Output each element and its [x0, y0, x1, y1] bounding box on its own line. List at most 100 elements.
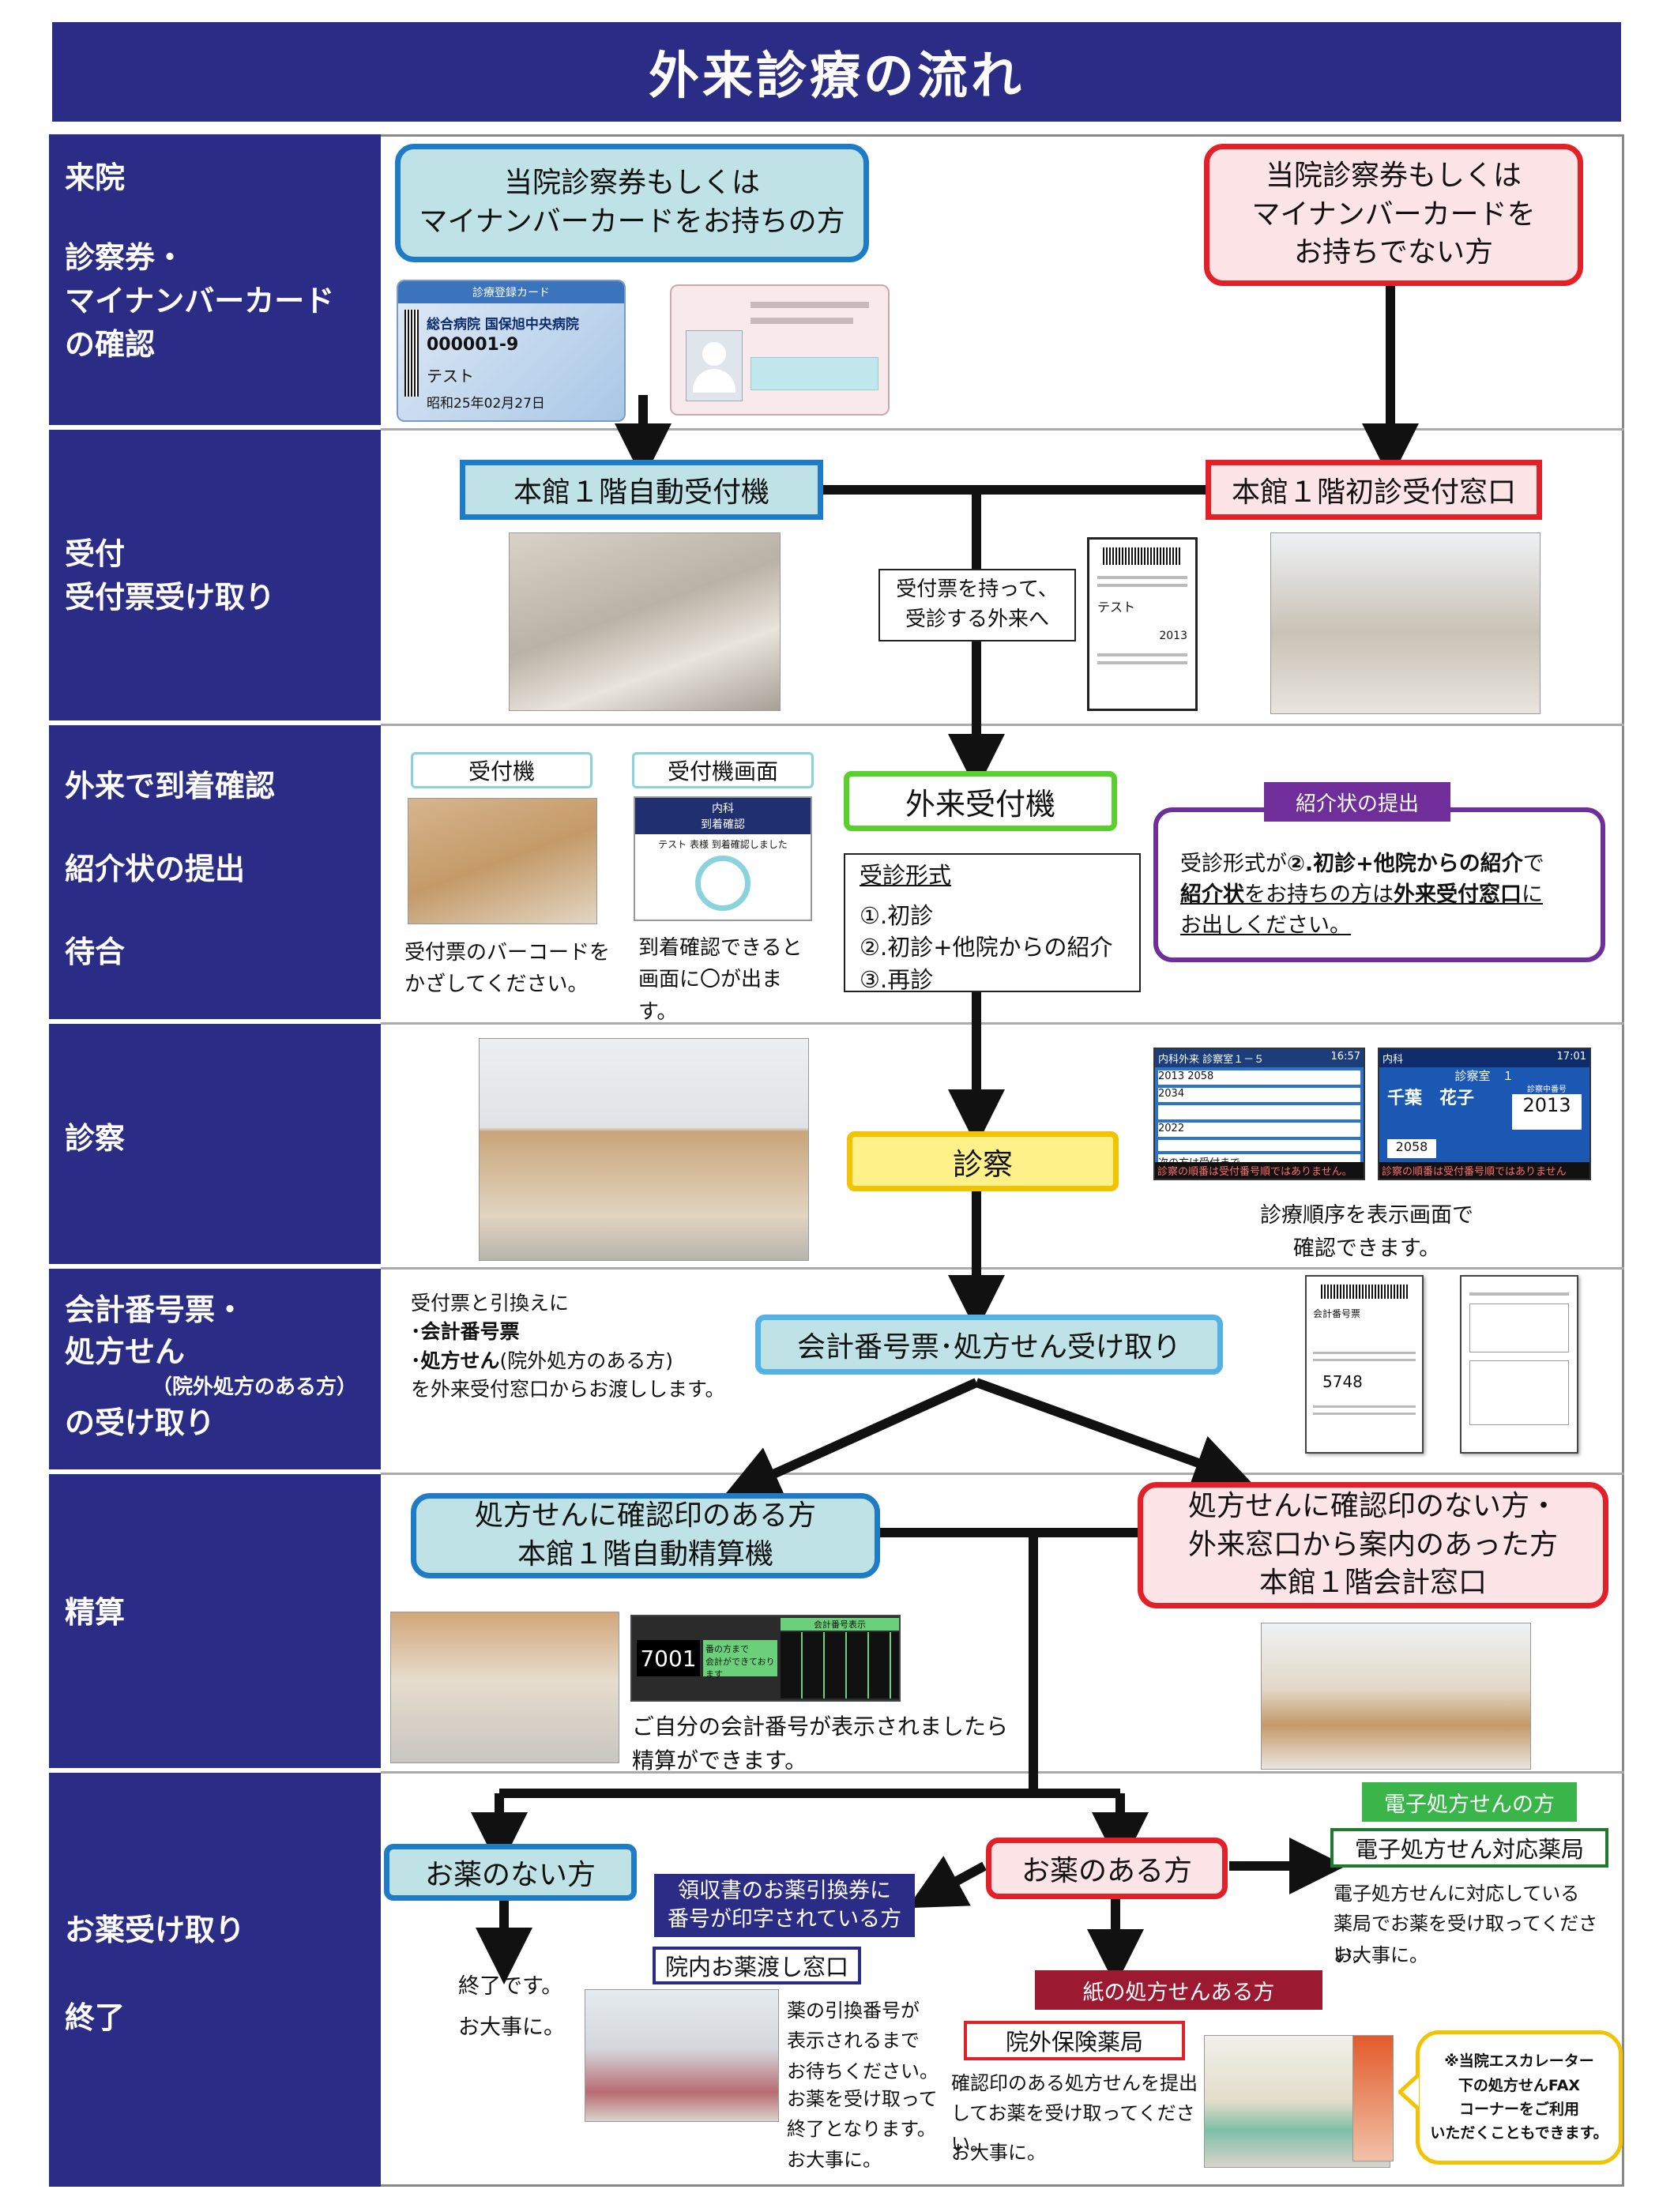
exam-room-photo: [479, 1038, 809, 1261]
referral-text-part: で: [1522, 852, 1544, 876]
referral-text-part: をお持ちの方は: [1244, 882, 1394, 908]
side-label: 診察: [65, 1121, 126, 1156]
card-number: 000001-9: [427, 335, 519, 355]
referral-header: 紹介状の提出: [1264, 782, 1450, 822]
outside-end: お大事に。: [951, 2142, 1046, 2164]
display2-wait: 2058: [1387, 1139, 1436, 1158]
display1-footer: 診察の順番は受付番号順ではありません。: [1155, 1162, 1364, 1179]
prescription-image: [1460, 1275, 1578, 1454]
instruction-text: 受付票を持って、 受診する外来へ: [896, 577, 1059, 631]
side-label: 外来で到着確認: [65, 769, 276, 803]
payment-number-suffix2: 会計ができております: [705, 1657, 775, 1680]
side-step-billing-slip: 会計番号票・ 処方せん （院外処方のある方） の受け取り: [49, 1269, 381, 1474]
arrival-screen-image: 内科 到着確認 テスト 表様 到着確認しました: [634, 796, 812, 921]
side-label: 精算: [65, 1595, 126, 1630]
first-reception-photo: [1270, 532, 1540, 714]
payment-number-suffix: 番の方まで: [705, 1644, 749, 1654]
bubble-tail-icon: [1398, 2075, 1420, 2109]
referral-text-part: 外来受付窓口: [1394, 882, 1522, 908]
display2-footer: 診察の順番は受付番号順ではありません: [1379, 1162, 1589, 1179]
card-date: 昭和25年02月27日: [427, 396, 545, 412]
side-step-arrival-check: 外来で到着確認 紹介状の提出 待合: [49, 725, 381, 1024]
payment-counter-photo: [1261, 1623, 1531, 1770]
inhouse-counter-text: 院内お薬渡し窓口: [664, 1954, 848, 1981]
inhouse-counter-box: 院内お薬渡し窓口: [653, 1947, 861, 1984]
inhouse-caption: お薬を受け取って 終了となります。 お大事に。: [787, 2088, 938, 2171]
referral-text: 受診形式が②.初診+他院からの紹介で 紹介状をお持ちの方は外来受付窓口に お出し…: [1180, 848, 1591, 941]
slip-header: 会計番号票: [1313, 1308, 1361, 1319]
referral-text-part: に: [1522, 882, 1543, 908]
side-step-payment: 精算: [49, 1474, 381, 1773]
billing-info-line: (院外処方のある方): [499, 1349, 674, 1372]
screen-status: 到着確認: [701, 818, 745, 831]
paper-prescription-header: 紙の処方せんある方: [1035, 1970, 1322, 2010]
visit-type-form: 受診形式 ①.初診 ②.初診+他院からの紹介 ③.再診: [844, 853, 1141, 993]
barcode-icon: [404, 310, 419, 397]
billing-slip-text: 会計番号票･処方せん受け取り: [796, 1331, 1181, 1364]
payment-counter-box: 処方せんに確認印のない方・ 外来窓口から案内のあった方 本館１階会計窓口: [1138, 1482, 1608, 1608]
card-hospital: 総合病院 国保旭中央病院: [427, 317, 579, 333]
form-item: ②.初診+他院からの紹介: [860, 934, 1113, 961]
caption-screen: 到着確認できると 画面に〇が出ます。: [638, 936, 803, 1024]
has-medicine-text: お薬のある方: [1021, 1855, 1192, 1887]
display-caption: 診療順序を表示画面で 確認できます。: [1260, 1203, 1473, 1261]
referral-text-part: ②.初診+他院からの紹介: [1287, 852, 1523, 876]
queue-display-list: 内科外来 診察室１－５ 16:57 2013 2058 2034 2022 次の…: [1153, 1048, 1365, 1180]
side-label: 終了: [65, 2000, 126, 2036]
display1-row: 2034: [1158, 1088, 1360, 1102]
fax-note-text: ※当院エスカレーター 下の処方せんFAX コーナーをご利用 いただくこともできま…: [1430, 2052, 1608, 2142]
outpatient-machine-text: 外来受付機: [905, 786, 1055, 822]
auto-payment-text: 処方せんに確認印のある方 本館１階自動精算機: [474, 1499, 816, 1571]
arrival-machine-photo: [408, 798, 597, 924]
form-item: ①.初診: [860, 901, 934, 929]
inhouse-counter-photo: [585, 1989, 779, 2122]
display2-time: 17:01: [1556, 1051, 1586, 1063]
no-medicine-text: お薬のない方: [424, 1859, 596, 1891]
side-step-medicine: お薬受け取り 終了: [49, 1773, 381, 2187]
queue-display-call: 内科 17:01 診察室 １ 千葉 花子 診察中番号 2013 2058 診察の…: [1378, 1048, 1591, 1180]
screen-dept: 内科: [712, 803, 734, 815]
first-reception-text: 本館１階初診受付窓口: [1231, 476, 1516, 509]
card-name: テスト: [427, 367, 490, 386]
row-divider: [381, 1267, 1624, 1270]
auto-reception-photo: [509, 532, 781, 711]
display1-row: 2013 2058: [1158, 1070, 1360, 1085]
side-label: マイナンバーカード: [65, 284, 335, 319]
display2-dept: 内科: [1382, 1054, 1404, 1066]
row-divider: [381, 1022, 1624, 1025]
caption-machine: 受付票のバーコードを かざしてください。: [404, 941, 611, 997]
display1-row: [1158, 1140, 1360, 1151]
e-prescription-caption: 電子処方せんに対応している 薬局でお薬を受け取ってください。: [1334, 1883, 1598, 1966]
card-header: 診療登録カード: [398, 281, 624, 303]
side-step-examination: 診察: [49, 1024, 381, 1269]
e-prescription-header-text: 電子処方せんの方: [1384, 1792, 1555, 1817]
label-machine: 受付機: [411, 752, 592, 788]
side-label: 処方せん: [65, 1334, 186, 1370]
e-prescription-end: お大事に。: [1334, 1944, 1428, 1966]
e-prescription-header: 電子処方せんの方: [1362, 1782, 1577, 1822]
side-label: 受付票受け取り: [65, 580, 276, 615]
payment-number: 7001: [637, 1640, 700, 1676]
circle-icon: [695, 856, 750, 911]
end-text: お大事に。: [458, 2015, 565, 2040]
row-divider: [381, 428, 1624, 431]
with-card-box: 当院診察券もしくは マイナンバーカードをお持ちの方: [395, 144, 869, 262]
auto-payment-photo: [390, 1612, 619, 1763]
billing-info-line: 受付票と引換えに: [411, 1292, 570, 1315]
display2-label: 診察中番号: [1512, 1082, 1582, 1094]
display1-row: 2022: [1158, 1123, 1360, 1137]
first-reception-box: 本館１階初診受付窓口: [1206, 460, 1542, 520]
side-label: の確認: [65, 327, 156, 363]
inhouse-caption: 薬の引換番号が 表示されるまで お待ちください。: [787, 1999, 939, 2082]
auto-reception-text: 本館１階自動受付機: [513, 476, 769, 509]
label-screen: 受付機画面: [632, 752, 814, 788]
display1-time: 16:57: [1330, 1051, 1360, 1063]
fax-note-bubble: ※当院エスカレーター 下の処方せんFAX コーナーをご利用 いただくこともできま…: [1416, 2030, 1623, 2165]
billing-info-line: ･処方せん: [411, 1349, 500, 1372]
referral-text-part: お出しください。: [1180, 913, 1351, 939]
side-label: の受け取り: [65, 1405, 216, 1440]
side-label: （院外処方のある方）: [151, 1375, 357, 1400]
outside-pharmacy-text: 院外保険薬局: [1005, 2029, 1143, 2056]
side-label: 来院: [65, 160, 126, 195]
